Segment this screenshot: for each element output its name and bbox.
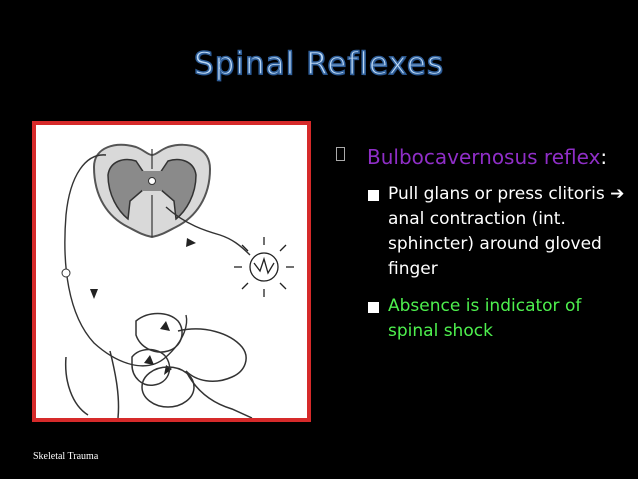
- anal-sphincter-icon: [234, 237, 294, 297]
- ganglion-icon: [61, 268, 71, 278]
- sub-bullet-text: Pull glans or press clitoris ➔ anal cont…: [388, 184, 625, 279]
- square-bullet-icon: [368, 302, 379, 313]
- nerve-pathways: [64, 154, 251, 367]
- main-bullet-text: Bulbocavernosus reflex: [367, 145, 601, 169]
- reflex-diagram: [32, 121, 311, 422]
- sub-bullet-text: Absence is indicator of spinal shock: [388, 296, 582, 341]
- finger-arrows: [144, 321, 170, 365]
- missing-glyph-bullet-icon: [336, 147, 345, 161]
- sub-bullet-list: Pull glans or press clitoris ➔ anal cont…: [333, 182, 633, 344]
- square-bullet-icon: [368, 190, 379, 201]
- spinal-cord-section: [92, 143, 212, 239]
- bullet-list: Bulbocavernosus reflex: Pull glans or pr…: [333, 142, 633, 356]
- slide-title: Spinal Reflexes: [193, 45, 444, 83]
- main-bullet: Bulbocavernosus reflex:: [333, 142, 633, 173]
- main-bullet-colon: :: [600, 145, 608, 169]
- sub-bullet: Absence is indicator of spinal shock: [367, 294, 633, 344]
- spinal-cord-illustration: [61, 143, 294, 418]
- footer-label: Skeletal Trauma: [33, 451, 99, 462]
- pathway-arrows: [90, 238, 196, 375]
- sub-bullet: Pull glans or press clitoris ➔ anal cont…: [367, 182, 633, 282]
- pelvic-outline: [64, 312, 253, 418]
